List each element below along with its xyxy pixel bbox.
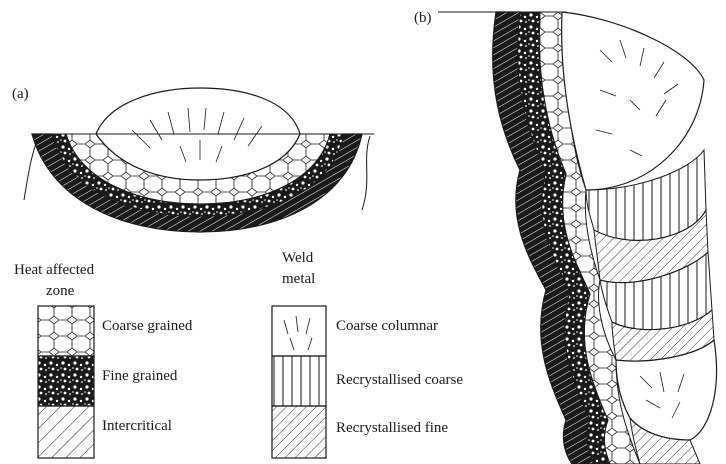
panel-a-label: (a) <box>12 86 29 102</box>
haz-heading-line1: Heat affected <box>14 262 95 278</box>
swatch-recrystallised-fine <box>272 406 326 458</box>
haz-label-fine-grained: Fine grained <box>102 368 178 384</box>
b-bead-top <box>562 12 704 190</box>
weld-heading-line1: Weld <box>282 250 314 266</box>
weld-label-recrystallised-fine: Recrystallised fine <box>336 420 448 436</box>
swatch-fine-grained <box>38 356 94 406</box>
legend-weld: Weld metal Coarse columnar Recrystallise… <box>272 250 463 458</box>
swatch-recrystallised-coarse <box>272 356 326 406</box>
haz-label-intercritical: Intercritical <box>102 418 172 434</box>
haz-label-coarse-grained: Coarse grained <box>102 318 193 334</box>
panel-a: (a) <box>12 86 374 232</box>
swatch-intercritical <box>38 406 94 458</box>
legend-haz: Heat affected zone Coarse grained Fine g… <box>14 262 193 458</box>
swatch-coarse-columnar <box>272 306 326 356</box>
panel-b: (b) <box>414 10 717 464</box>
right-plate-edge <box>362 136 370 210</box>
weld-heading-line2: metal <box>282 271 315 287</box>
haz-heading-line2: zone <box>46 283 75 299</box>
weld-label-recrystallised-coarse: Recrystallised coarse <box>336 372 463 388</box>
swatch-coarse-grained <box>38 306 94 356</box>
weld-label-coarse-columnar: Coarse columnar <box>336 318 438 334</box>
panel-b-label: (b) <box>414 10 432 26</box>
